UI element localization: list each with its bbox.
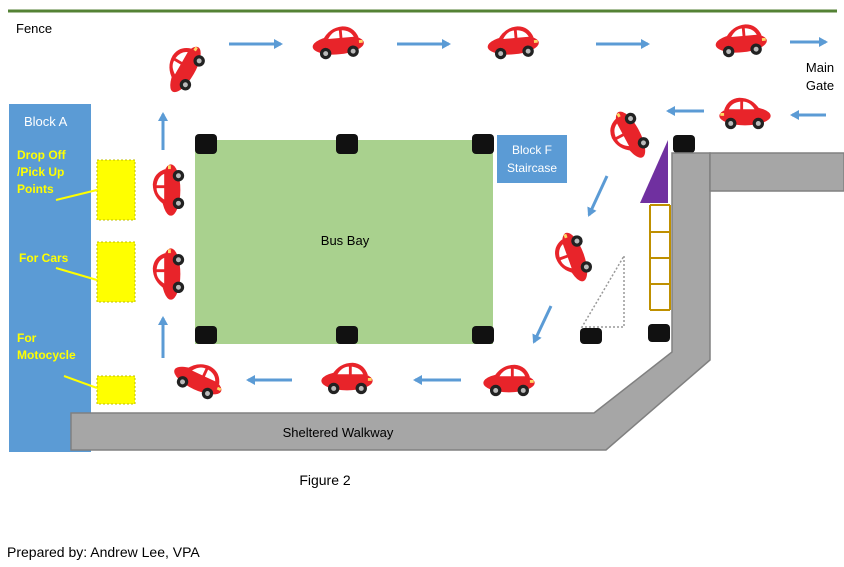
bus-bay [195, 140, 493, 344]
bollard-icon [472, 134, 494, 154]
bollard-icon [673, 135, 695, 153]
block-f-label-1: Block F [512, 143, 552, 157]
car-icon [157, 38, 210, 99]
car-pickup-spot-2 [96, 241, 136, 303]
car-icon [602, 105, 655, 166]
bollard-icon [648, 324, 670, 342]
fence-label: Fence [16, 21, 52, 36]
car-icon [152, 248, 185, 300]
figure-caption: Figure 2 [299, 472, 351, 488]
staircase-roof [640, 140, 668, 203]
car-icon [714, 22, 768, 59]
block-a-label: Block A [24, 114, 68, 129]
prepared-by: Prepared by: Andrew Lee, VPA [7, 544, 200, 560]
car-icon [548, 228, 596, 288]
sheltered-walkway-label: Sheltered Walkway [283, 425, 394, 440]
car-icon [486, 24, 540, 61]
bollard-icon [336, 134, 358, 154]
walkway-extension [709, 152, 844, 192]
arrow-icon [532, 305, 553, 344]
bollard-icon [580, 328, 602, 344]
drop-off-label-3: Points [17, 182, 54, 196]
motorcycle-spot [96, 375, 136, 405]
flow-arrows [158, 37, 828, 385]
car-pickup-spot-1 [96, 159, 136, 221]
pointer-line-cars [55, 267, 98, 281]
ladder [649, 204, 671, 311]
car-icon [168, 353, 229, 404]
main-gate-label-1: Main [806, 60, 834, 75]
block-f-staircase [497, 135, 567, 183]
drop-off-label-1: Drop Off [17, 148, 67, 162]
bollard-icon [472, 326, 494, 344]
bollard-icon [195, 326, 217, 344]
bollards [195, 134, 695, 344]
car-icon [483, 364, 535, 397]
bollard-icon [336, 326, 358, 344]
dotted-triangle [580, 253, 625, 328]
bus-bay-label: Bus Bay [321, 233, 370, 248]
bollard-icon [195, 134, 217, 154]
car-icon [719, 97, 771, 130]
pointer-line-dropoff [55, 189, 98, 201]
for-motocycle-label-1: For [17, 331, 37, 345]
main-gate-label-2: Gate [806, 78, 834, 93]
pointer-line-motorcycle [63, 375, 98, 389]
arrow-icon [587, 175, 609, 217]
for-cars-label: For Cars [19, 251, 69, 265]
car-icon [152, 164, 185, 216]
drop-off-label-2: /Pick Up [17, 165, 64, 179]
car-icon [311, 24, 365, 61]
car-icon [321, 362, 373, 395]
for-motocycle-label-2: Motocycle [17, 348, 76, 362]
block-f-label-2: Staircase [507, 161, 557, 175]
block-a [9, 104, 91, 452]
